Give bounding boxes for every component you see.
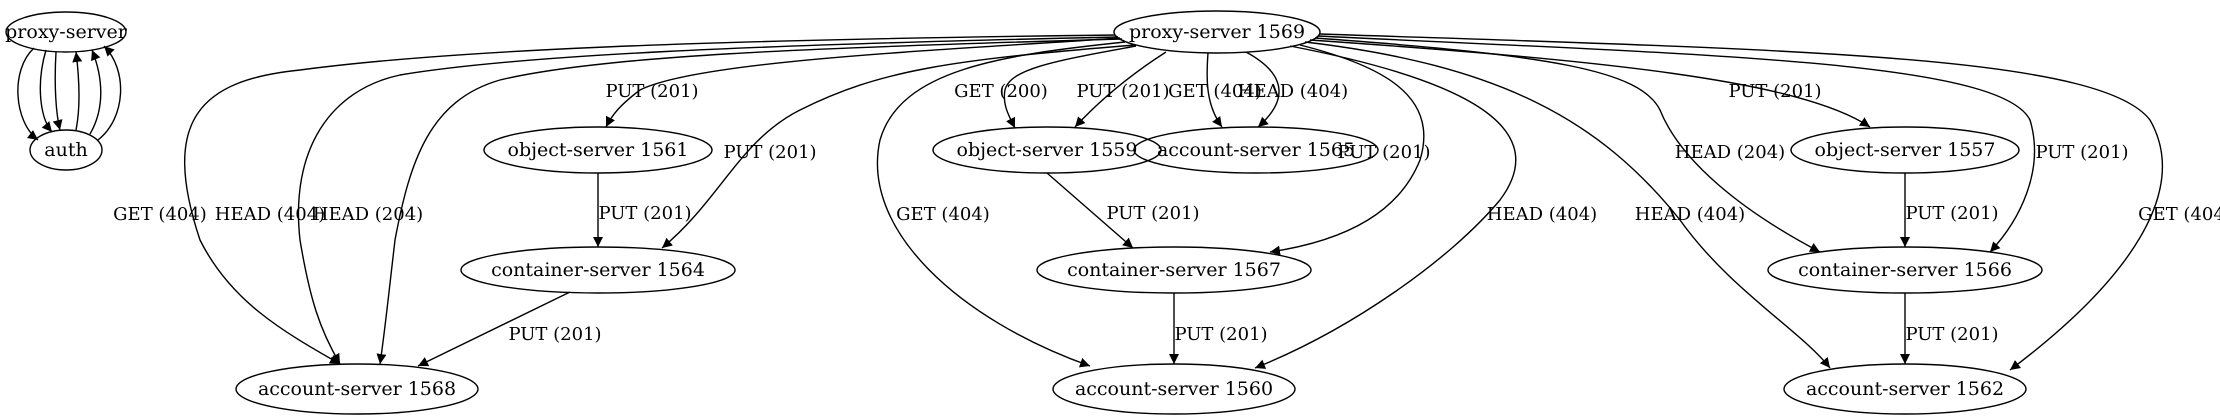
edge-ps1569-to-as1568 <box>297 36 1119 365</box>
node-label: object-server 1557 <box>1815 139 1996 161</box>
node-shape <box>932 126 1162 174</box>
node-label: account-server 1568 <box>258 378 456 400</box>
edge-ps1569-to-cs1566 <box>1317 35 2036 253</box>
edge-ps1569-to-cs1567 <box>1269 44 1425 256</box>
nodes-layer: proxy-server auth proxy-server 1569 object-… <box>5 10 2043 415</box>
edge-ps1569-to-as1568 <box>184 34 1116 365</box>
edge-ps1569-to-cs1566 <box>1314 37 1821 253</box>
node-as1565: account-server 1565 <box>1133 126 1379 174</box>
node-label: object-server 1559 <box>957 139 1138 161</box>
edge-label: HEAD (204) <box>313 204 423 225</box>
edge-ps1569-to-os1559 <box>1074 51 1167 128</box>
edges-layer: PUT (201)GET (200)PUT (201)GET (404)HEAD… <box>17 33 2220 371</box>
node-label: object-server 1561 <box>508 139 689 161</box>
edge-ps1569-to-os1559 <box>1003 45 1137 129</box>
edge-label: PUT (201) <box>1076 81 1169 102</box>
edge-label: PUT (201) <box>1728 81 1821 102</box>
edge-auth-to-ps <box>72 51 83 131</box>
edge-label: HEAD (404) <box>1635 204 1745 225</box>
edge-label: PUT (201) <box>605 81 698 102</box>
edge-label: PUT (201) <box>1905 203 1998 224</box>
node-as1568: account-server 1568 <box>235 363 479 415</box>
edge-ps1569-to-as1562 <box>1304 41 1831 369</box>
node-label: proxy-server 1569 <box>1129 21 1305 43</box>
node-shape <box>1036 246 1312 294</box>
edge-label: GET (200) <box>954 81 1048 102</box>
node-shape <box>460 246 736 294</box>
node-shape <box>1052 363 1296 415</box>
edge-ps1569-to-as1560 <box>1254 45 1517 369</box>
node-shape <box>483 126 713 174</box>
edge-label: GET (404) <box>896 204 990 225</box>
edge-ps-to-auth <box>17 47 39 141</box>
edge-label: PUT (201) <box>508 324 601 345</box>
edge-label: PUT (201) <box>1905 324 1998 345</box>
node-os1559: object-server 1559 <box>932 126 1162 174</box>
node-shape <box>1113 10 1321 54</box>
node-shape <box>1133 126 1379 174</box>
edge-ps-to-auth <box>39 49 53 133</box>
node-label: account-server 1565 <box>1157 139 1355 161</box>
node-label: auth <box>44 139 87 161</box>
edge-ps1569-to-as1568 <box>376 38 1123 365</box>
edge-ps1569-to-os1561 <box>605 37 1121 128</box>
node-label: proxy-server <box>5 21 128 43</box>
edge-label: PUT (201) <box>2035 142 2128 163</box>
edge-ps1569-to-as1560 <box>876 41 1126 368</box>
node-label: container-server 1564 <box>491 259 705 281</box>
node-shape <box>1783 363 2027 415</box>
node-label: container-server 1567 <box>1067 259 1281 281</box>
edge-auth-to-ps <box>89 49 102 135</box>
node-shape <box>5 11 127 53</box>
node-shape <box>1767 246 2043 294</box>
node-as1562: account-server 1562 <box>1783 363 2027 415</box>
node-os1557: object-server 1557 <box>1790 126 2020 174</box>
node-shape <box>1790 126 2020 174</box>
edge-label: HEAD (204) <box>1675 142 1785 163</box>
edge-label: HEAD (404) <box>1238 81 1348 102</box>
edge-cs1564-to-as1568 <box>417 291 571 367</box>
edge-ps1569-to-as1565 <box>1206 52 1223 128</box>
edge-label: HEAD (404) <box>1487 204 1597 225</box>
node-cs1566: container-server 1566 <box>1767 246 2043 294</box>
edge-label: GET (404) <box>1168 81 1262 102</box>
node-label: account-server 1560 <box>1075 378 1273 400</box>
node-label: account-server 1562 <box>1806 378 2004 400</box>
edge-os1559-to-cs1567 <box>1046 172 1134 249</box>
node-cs1564: container-server 1564 <box>460 246 736 294</box>
edge-label: HEAD (404) <box>215 204 325 225</box>
node-label: container-server 1566 <box>1798 259 2012 281</box>
edge-label: GET (404) <box>2138 204 2220 225</box>
edge-label: PUT (201) <box>1106 203 1199 224</box>
edge-label: PUT (201) <box>1174 324 1267 345</box>
node-as1560: account-server 1560 <box>1052 363 1296 415</box>
node-shape <box>235 363 479 415</box>
node-os1561: object-server 1561 <box>483 126 713 174</box>
edge-label: PUT (201) <box>1337 142 1430 163</box>
edge-ps1569-to-cs1564 <box>661 44 1136 249</box>
node-cs1567: container-server 1567 <box>1036 246 1312 294</box>
edge-ps1569-to-as1565 <box>1245 51 1280 128</box>
node-ps: proxy-server <box>5 11 128 53</box>
edge-label: GET (404) <box>113 204 207 225</box>
node-auth: auth <box>29 129 103 171</box>
node-ps1569: proxy-server 1569 <box>1113 10 1321 54</box>
edge-ps-to-auth <box>52 51 63 131</box>
edge-ps1569-to-as1562 <box>1319 33 2164 371</box>
edge-auth-to-ps <box>97 45 122 141</box>
edge-ps1569-to-os1557 <box>1309 39 1871 128</box>
edge-label: PUT (201) <box>598 203 691 224</box>
edge-label: PUT (201) <box>723 142 816 163</box>
node-shape <box>29 129 103 171</box>
